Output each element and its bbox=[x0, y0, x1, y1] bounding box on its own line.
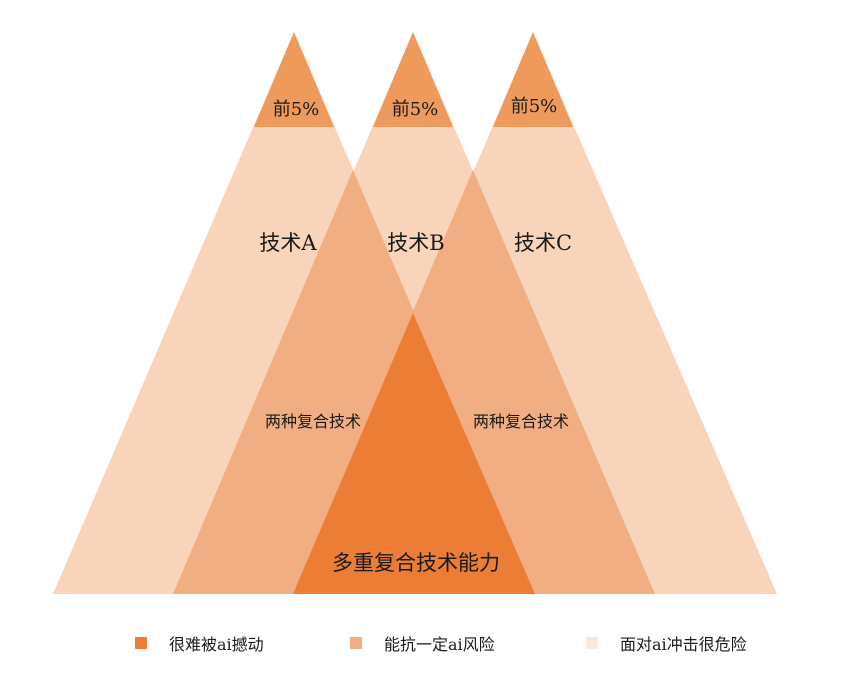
legend-swatch-dark bbox=[135, 637, 147, 649]
overlap-label-center: 多重复合技术能力 bbox=[332, 551, 500, 575]
legend-swatch-medium bbox=[350, 637, 362, 649]
legend-swatch-light bbox=[586, 637, 598, 649]
tip-label-b: 前5% bbox=[392, 99, 439, 120]
tip-top5-b bbox=[373, 32, 453, 127]
overlap-label-right: 两种复合技术 bbox=[473, 412, 569, 431]
overlap-label-left: 两种复合技术 bbox=[265, 412, 361, 431]
legend-label-risky: 面对ai冲击很危险 bbox=[620, 635, 747, 654]
pyramid-label-b: 技术B bbox=[387, 231, 444, 255]
overlap-a-b-c bbox=[293, 313, 535, 594]
tip-label-a: 前5% bbox=[273, 99, 320, 120]
legend-label-moderate: 能抗一定ai风险 bbox=[384, 635, 495, 654]
pyramid-label-c: 技术C bbox=[514, 231, 572, 255]
legend-item-resistant: 很难被ai撼动 bbox=[135, 628, 264, 658]
legend-item-risky: 面对ai冲击很危险 bbox=[586, 628, 747, 658]
legend: 很难被ai撼动 能抗一定ai风险 面对ai冲击很危险 bbox=[0, 628, 857, 658]
legend-label-resistant: 很难被ai撼动 bbox=[169, 635, 264, 654]
tip-top5-a bbox=[254, 32, 334, 127]
tip-top5-c bbox=[493, 32, 573, 127]
legend-item-moderate: 能抗一定ai风险 bbox=[350, 628, 495, 658]
pyramid-label-a: 技术A bbox=[259, 231, 317, 255]
tip-label-c: 前5% bbox=[511, 96, 558, 117]
